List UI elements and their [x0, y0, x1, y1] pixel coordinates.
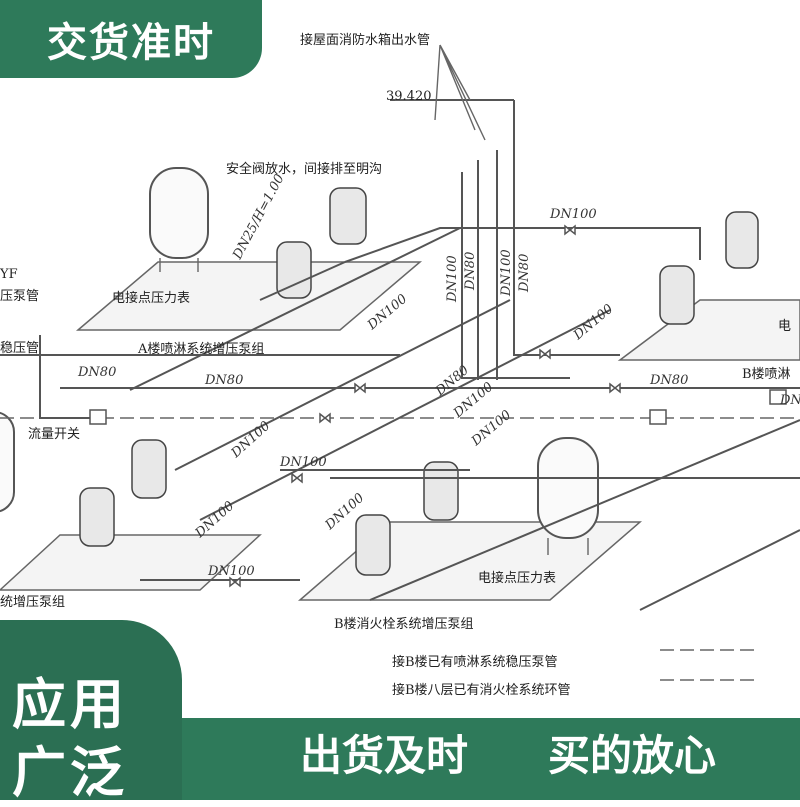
pressure-tank-b: [537, 437, 599, 555]
label-dn80-mid: DN80: [204, 373, 243, 388]
label-pressure-gauge-a: 电接点压力表: [112, 290, 190, 306]
label-connect-b-spray: 接B楼已有喷淋系统稳压泵管: [392, 654, 558, 670]
label-right-partial-dian: 电: [778, 319, 791, 334]
label-dn80-vertical-2: DN80: [517, 254, 532, 293]
valves: [89, 224, 787, 588]
badge-left-line1: 应用: [12, 673, 128, 736]
pumps: [79, 187, 759, 576]
label-pump-group-b: B楼消火栓系统增压泵组: [334, 617, 474, 632]
badge-top-text: 交货准时: [47, 20, 215, 66]
label-dn100-bottom: DN100: [207, 564, 255, 579]
label-left-partial-3: YF: [0, 267, 18, 282]
label-pump-group-a: A楼喷淋系统增压泵组: [137, 342, 264, 357]
label-dn80-vertical: DN80: [463, 252, 478, 291]
label-safety-valve: 安全阀放水，间接排至明沟: [226, 161, 382, 177]
badge-left-line2: 广泛: [12, 741, 128, 804]
platform-left: [0, 534, 262, 591]
label-dn100-diag-4: DN100: [468, 408, 514, 450]
label-left-partial-1: 压泵管: [0, 289, 39, 304]
label-elevation: 39.420: [386, 89, 432, 104]
label-connect-b-hydrant: 接B楼八层已有消火栓系统环管: [392, 682, 571, 698]
platform-b: [297, 521, 643, 601]
pressure-tank-a: [149, 167, 209, 272]
label-left-partial-2: 稳压管: [0, 340, 39, 356]
badge-wide-application: 应用 广泛: [0, 620, 182, 804]
label-dn100-vertical-2: DN100: [499, 249, 514, 297]
label-left-pump-partial: 统增压泵组: [0, 595, 65, 610]
slogan-timely-shipping: 出货及时: [300, 731, 469, 780]
label-roof-tank-pipe: 接屋面消防水箱出水管: [300, 32, 430, 48]
slogan-buy-with-confidence: 买的放心: [548, 731, 717, 780]
pressure-tank-left: [0, 411, 15, 513]
label-dn80-right: DN80: [649, 373, 688, 388]
pipes: [0, 44, 800, 681]
label-dn100-top: DN100: [549, 207, 597, 222]
label-dn80-diag: DN80: [432, 363, 472, 400]
label-dn100-diag-2: DN100: [570, 302, 616, 344]
label-dn100-vertical-1: DN100: [445, 255, 460, 303]
label-dn80-left: DN80: [77, 365, 116, 380]
label-right-partial-dn: DN: [779, 393, 800, 408]
label-b-spray-partial: B楼喷淋: [742, 367, 791, 382]
label-pressure-gauge-b: 电接点压力表: [478, 570, 556, 586]
label-dn100-mid: DN100: [279, 455, 327, 470]
badge-on-time-delivery: 交货准时: [0, 0, 262, 78]
platform-b-right: [617, 299, 800, 361]
label-flow-switch: 流量开关: [28, 427, 80, 442]
